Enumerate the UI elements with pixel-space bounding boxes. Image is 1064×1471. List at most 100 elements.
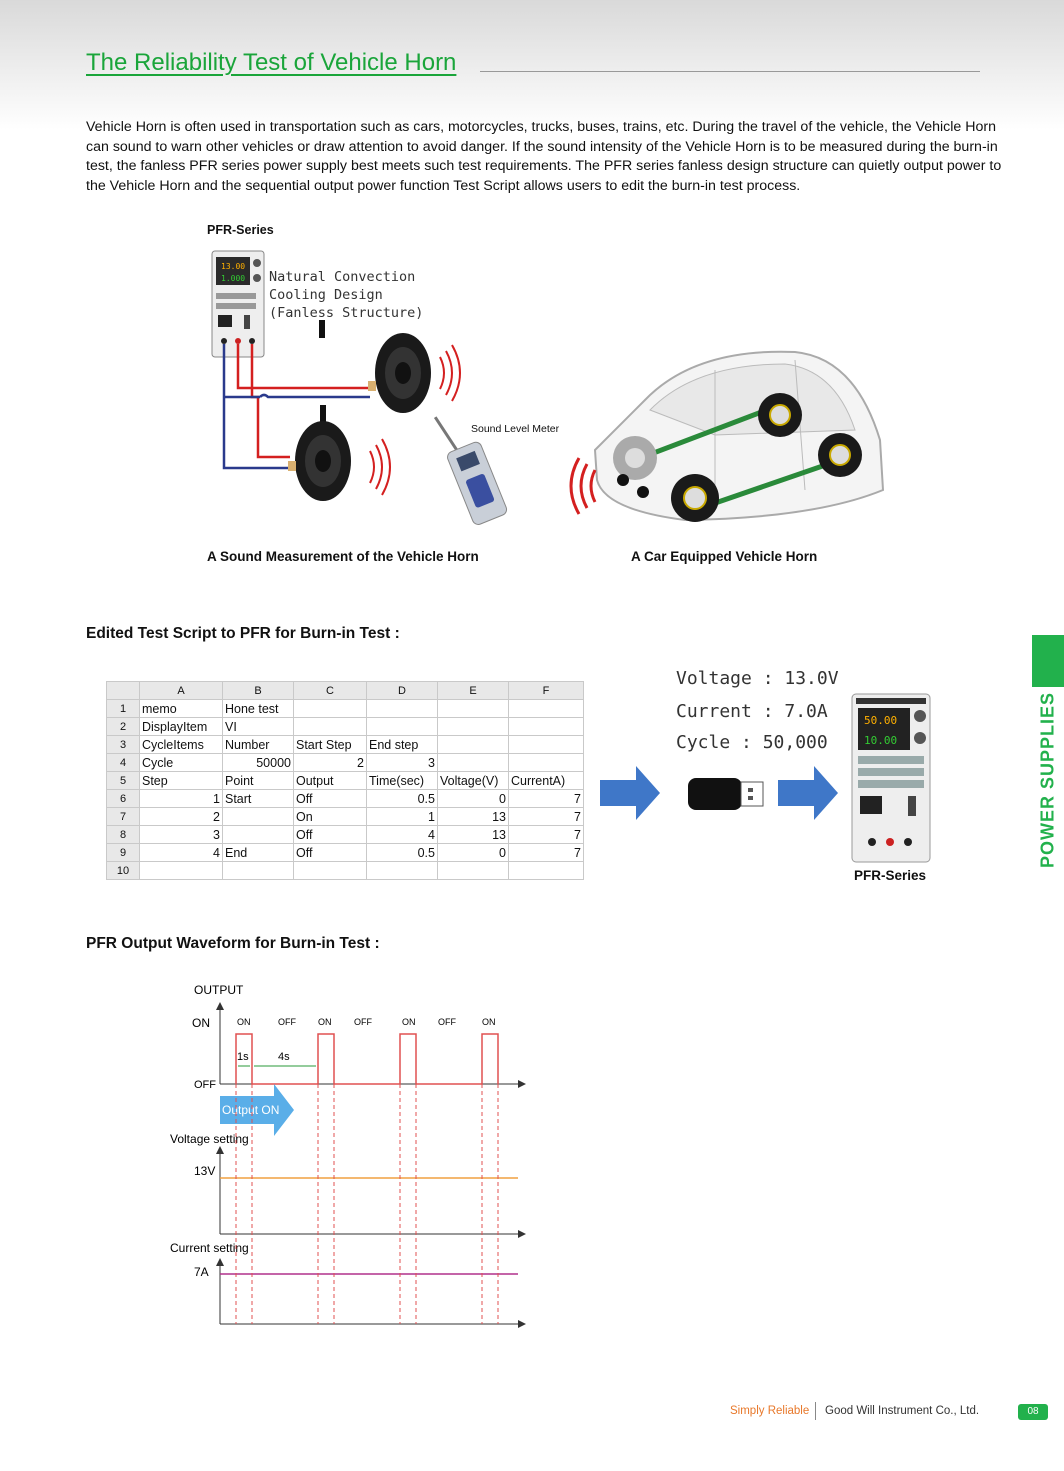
table-cell: Point [222,771,294,790]
table-cell: 7 [508,825,584,844]
table-cell [437,753,509,772]
page-title: The Reliability Test of Vehicle Horn [86,49,457,76]
table-cell: CurrentA) [508,771,584,790]
wiring [222,344,370,470]
column-header: A [139,681,223,700]
table-cell: Off [293,789,367,808]
feature-line: Natural Convection [269,269,416,285]
row-number: 7 [106,807,140,826]
caption-car: A Car Equipped Vehicle Horn [631,549,818,564]
voltage-value-label: 13V [194,1164,215,1178]
table-cell [293,717,367,736]
table-cell: Time(sec) [366,771,438,790]
table-cell: End step [366,735,438,754]
table-cell: 0.5 [366,789,438,808]
table-cell: 4 [139,843,223,862]
table-cell [139,861,223,880]
cycle-setting: Cycle : 50,000 [676,732,828,753]
arrow-right-icon [600,766,660,820]
table-cell: Off [293,843,367,862]
state-label: ON [402,1017,416,1027]
output-on-label: Output ON [222,1103,279,1117]
on-duration-label: 1s [237,1051,249,1063]
sound-level-meter-icon [433,416,508,525]
page-number: 08 [1018,1404,1048,1420]
footer-company: Good Will Instrument Co., Ltd. [825,1405,980,1417]
table-cell [293,699,367,718]
table-cell: 0 [437,789,509,808]
table-cell [437,735,509,754]
table-cell: Start Step [293,735,367,754]
table-cell: 0 [437,843,509,862]
table-cell [437,717,509,736]
output-pulse-train [235,1033,499,1085]
caption-sound-measurement: A Sound Measurement of the Vehicle Horn [207,549,479,564]
off-duration-label: 4s [278,1051,290,1063]
voltage-setting: Voltage : 13.0V [676,668,839,689]
on-level-label: ON [192,1016,210,1030]
horn-test-figure: 13.00 1.000 [211,250,508,525]
row-number: 4 [106,753,140,772]
voltage-setting-label: Voltage setting [170,1132,249,1146]
feature-line: (Fanless Structure) [269,305,424,321]
table-cell [366,861,438,880]
table-cell: 0.5 [366,843,438,862]
table-row: 10 [106,861,584,880]
table-cell: 3 [139,825,223,844]
table-cell: Cycle [139,753,223,772]
table-cell: Start [222,789,294,808]
footer-slogan: Simply Reliable [730,1405,810,1417]
row-number: 3 [106,735,140,754]
row-number: 10 [106,861,140,880]
usb-drive-icon [688,778,764,810]
transfer-diagram [600,766,838,820]
pfr-device-illustration: 50.00 10.00 [851,693,931,863]
table-cell: 3 [366,753,438,772]
side-tab-label: POWER SUPPLIES [1037,691,1058,869]
title-rule [480,71,980,72]
header-band [0,0,1064,130]
output-on-arrow-icon [220,1084,294,1136]
waveform-heading: PFR Output Waveform for Burn-in Test : [86,935,380,952]
table-cell: 1 [139,789,223,808]
wheel-icon [671,474,719,522]
row-number: 1 [106,699,140,718]
table-cell: Off [293,825,367,844]
table-cell: On [293,807,367,826]
row-number: 9 [106,843,140,862]
power-supply-illustration: 13.00 1.000 [211,250,265,358]
horn-icon [319,320,461,413]
state-label: ON [482,1017,496,1027]
current-setting: Current : 7.0A [676,701,828,722]
table-cell: 1 [366,807,438,826]
pfr-series-label: PFR-Series [207,223,274,237]
meter-label: Sound Level Meter [471,423,560,435]
psu-display-top: 13.00 [221,262,245,271]
table-cell: End [222,843,294,862]
table-cell: 13 [437,807,509,826]
device-display-top: 50.00 [864,714,897,727]
column-header: E [437,681,509,700]
table-cell [222,807,294,826]
side-tab-marker [1032,635,1064,687]
table-cell: Number [222,735,294,754]
table-cell: CycleItems [139,735,223,754]
horn-icon [617,474,649,498]
car-illustration [569,350,885,522]
table-cell: DisplayItem [139,717,223,736]
column-header: C [293,681,367,700]
wheel-icon [758,393,802,437]
wheel-icon [818,433,862,477]
table-cell: Hone test [222,699,294,718]
table-cell [366,717,438,736]
corner-cell [106,681,140,700]
horn-icon [288,405,391,501]
state-label: OFF [438,1017,456,1027]
